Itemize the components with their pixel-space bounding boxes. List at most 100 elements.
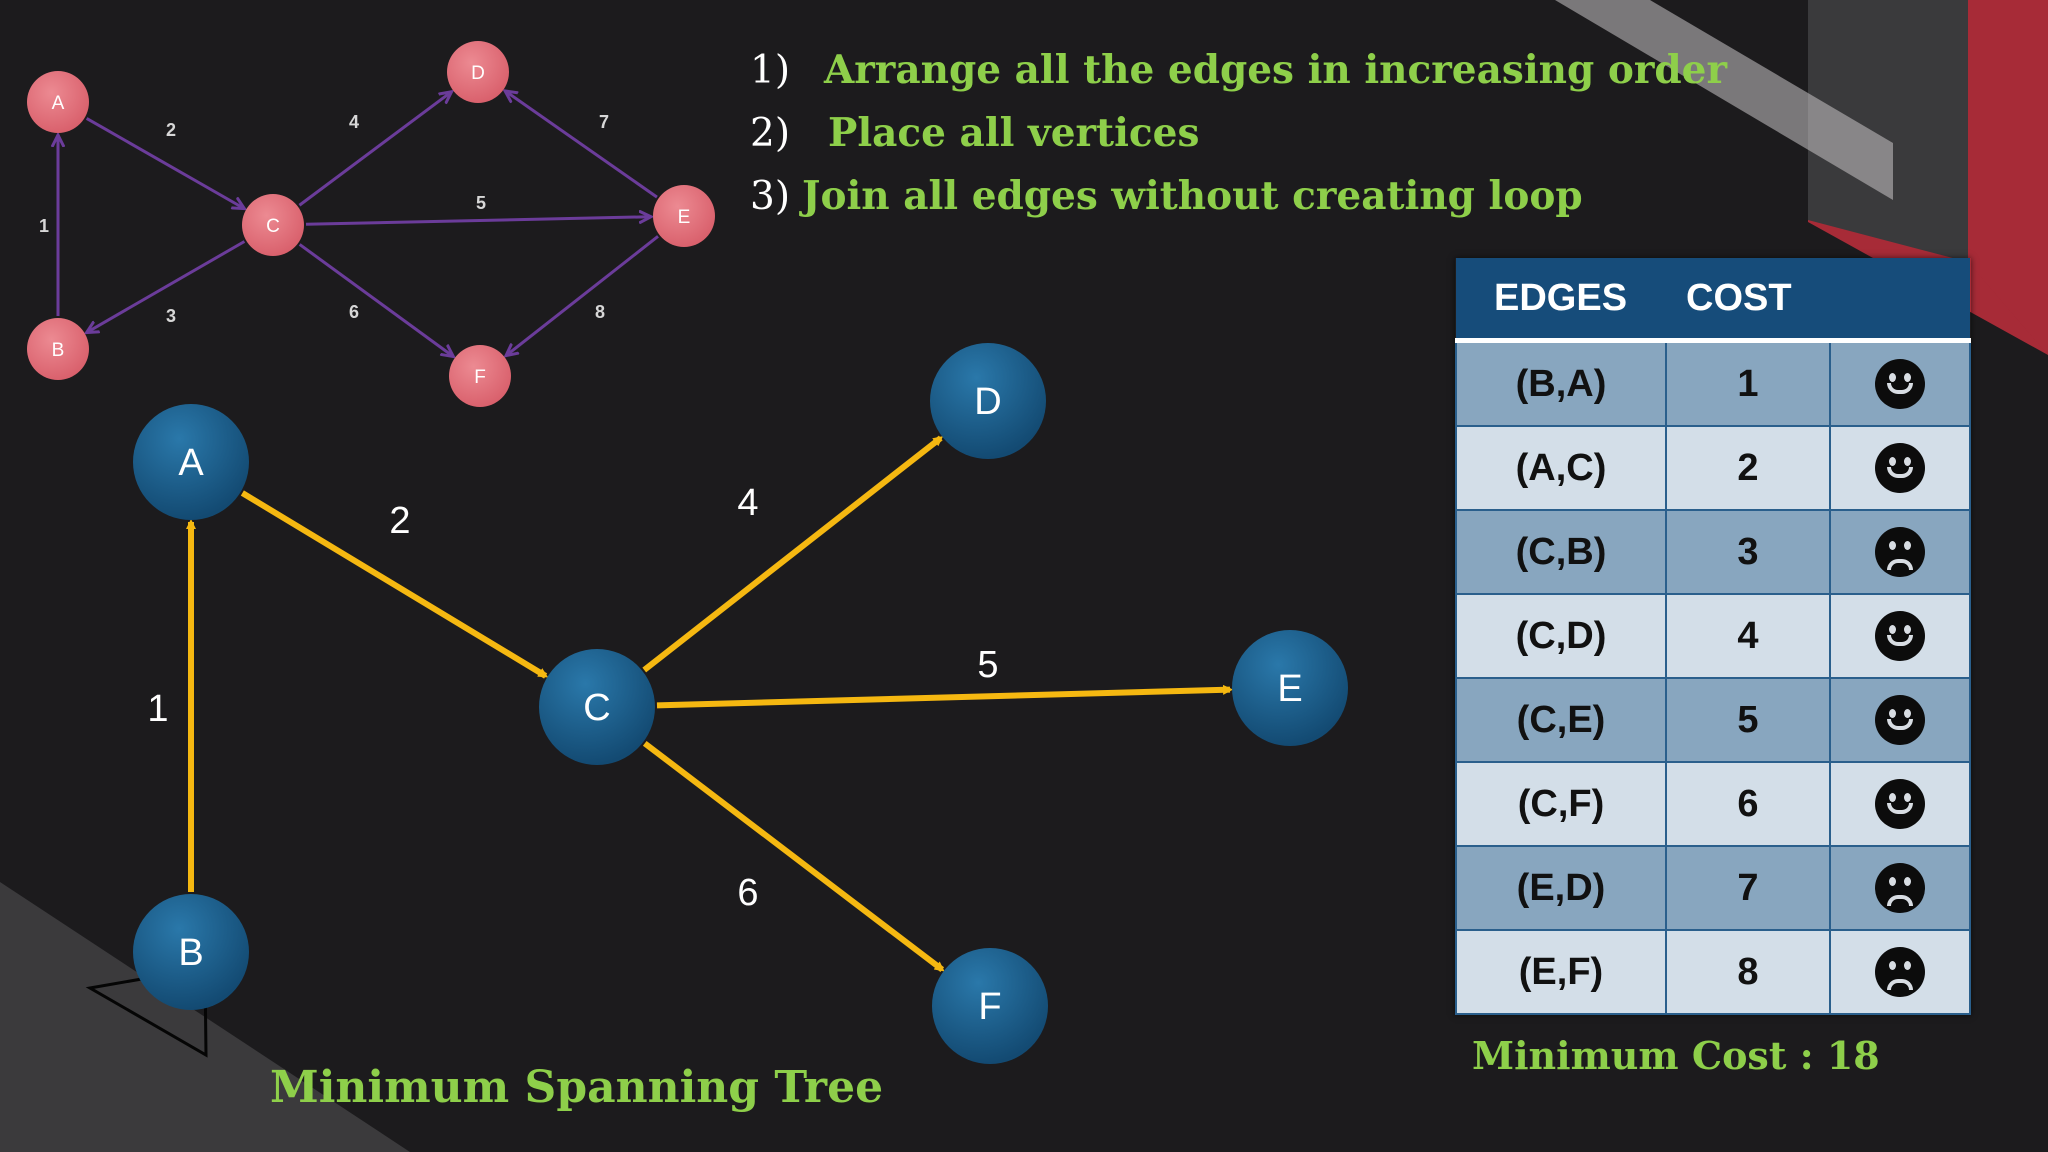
status-cell [1829, 929, 1971, 1015]
status-cell [1829, 425, 1971, 511]
edge-cell: (C,B) [1455, 509, 1667, 595]
sad-face-icon [1875, 527, 1925, 577]
cost-cell: 7 [1665, 845, 1831, 931]
cost-cell: 2 [1665, 425, 1831, 511]
cost-cell: 5 [1665, 677, 1831, 763]
node-c [242, 194, 304, 256]
edge-weight-label: 3 [166, 306, 176, 326]
smiley-face-icon [1875, 695, 1925, 745]
table-row: (C,F)6 [1455, 761, 1971, 847]
node-label: B [52, 340, 65, 361]
edge-weight-label: 4 [737, 482, 758, 524]
node-b [27, 318, 89, 380]
table-row: (A,C)2 [1455, 425, 1971, 511]
node-label: F [978, 986, 1001, 1028]
edge-e-d [507, 92, 658, 199]
step-3: 3)Join all edges without creating loop [750, 173, 1583, 219]
table-row: (E,D)7 [1455, 845, 1971, 931]
node-a [133, 404, 249, 520]
edge-weight-label: 4 [349, 112, 359, 132]
node-b [133, 894, 249, 1010]
node-label: F [474, 367, 486, 388]
edge-cell: (B,A) [1455, 339, 1667, 427]
step-2: 2) Place all vertices [750, 110, 1199, 156]
cost-cell: 6 [1665, 761, 1831, 847]
node-f [449, 345, 511, 407]
step-number: 1) [750, 48, 791, 93]
smiley-face-icon [1875, 359, 1925, 409]
node-label: C [266, 216, 280, 237]
node-label: C [583, 687, 610, 729]
edge-weight-label: 6 [737, 872, 758, 914]
table-row: (E,F)8 [1455, 929, 1971, 1015]
step-number: 3) [750, 174, 791, 219]
node-c [539, 649, 655, 765]
edge-weight-label: 5 [977, 644, 998, 686]
edge-cell: (C,E) [1455, 677, 1667, 763]
edge-c-e [656, 684, 1234, 709]
status-cell [1829, 845, 1971, 931]
edge-cell: (E,F) [1455, 929, 1667, 1015]
smiley-face-icon [1875, 779, 1925, 829]
edge-weight-label: 6 [349, 302, 359, 322]
cost-column-header: COST [1666, 258, 1830, 343]
status-cell [1829, 593, 1971, 679]
table-row: (C,D)4 [1455, 593, 1971, 679]
edge-a-c [85, 117, 243, 207]
edge-cell: (E,D) [1455, 845, 1667, 931]
edge-c-d [642, 435, 944, 673]
minimum-spanning-tree-graph: 1 2 4 5 6 A B C D E F [133, 343, 1348, 1064]
edge-e-f [508, 235, 659, 354]
step-text: Place all vertices [828, 110, 1200, 156]
node-f [932, 948, 1048, 1064]
edge-c-b [88, 240, 246, 331]
edge-cell: (A,C) [1455, 425, 1667, 511]
step-1: 1) Arrange all the edges in increasing or… [750, 47, 1727, 93]
edge-weight-label: 1 [39, 216, 49, 236]
edge-c-f [642, 740, 945, 973]
cost-cell: 8 [1665, 929, 1831, 1015]
table-header-row: EDGES COST [1456, 258, 1970, 343]
table-row: (C,E)5 [1455, 677, 1971, 763]
node-d [447, 41, 509, 103]
edge-weight-label: 2 [389, 500, 410, 542]
edge-weight-label: 1 [147, 688, 168, 730]
step-text: Join all edges without creating loop [802, 173, 1583, 219]
status-cell [1829, 339, 1971, 427]
smiley-face-icon [1875, 443, 1925, 493]
edge-cell: (C,F) [1455, 761, 1667, 847]
step-number: 2) [750, 111, 791, 156]
node-label: A [52, 93, 65, 114]
status-column-header [1830, 258, 1970, 343]
cost-cell: 3 [1665, 509, 1831, 595]
step-text: Arrange all the edges in increasing orde… [824, 47, 1728, 93]
edge-a-c [240, 490, 549, 679]
node-label: D [471, 63, 485, 84]
edge-c-e [305, 217, 649, 226]
node-label: D [974, 381, 1001, 423]
edge-weight-label: 8 [595, 302, 605, 322]
edge-weight-label: 2 [166, 120, 176, 140]
minimum-cost-label: Minimum Cost : 18 [1472, 1033, 1880, 1078]
smiley-face-icon [1875, 611, 1925, 661]
status-cell [1829, 677, 1971, 763]
edge-weight-label: 7 [599, 112, 609, 132]
sad-face-icon [1875, 863, 1925, 913]
reference-graph: 1 2 3 4 5 6 7 8 A B C D E F [27, 41, 715, 407]
edge-cost-table: EDGES COST (B,A)1(A,C)2(C,B)3(C,D)4(C,E)… [1455, 258, 1971, 1015]
cost-cell: 1 [1665, 339, 1831, 427]
node-label: B [178, 932, 203, 974]
node-label: A [178, 442, 204, 484]
edge-c-f [298, 243, 452, 355]
table-row: (C,B)3 [1455, 509, 1971, 595]
node-d [930, 343, 1046, 459]
table-row: (B,A)1 [1455, 339, 1971, 427]
edge-weight-label: 5 [476, 193, 486, 213]
node-e [1232, 630, 1348, 746]
node-label: E [678, 207, 691, 228]
mst-title: Minimum Spanning Tree [270, 1062, 884, 1113]
sad-face-icon [1875, 947, 1925, 997]
node-label: E [1277, 668, 1302, 710]
cost-cell: 4 [1665, 593, 1831, 679]
